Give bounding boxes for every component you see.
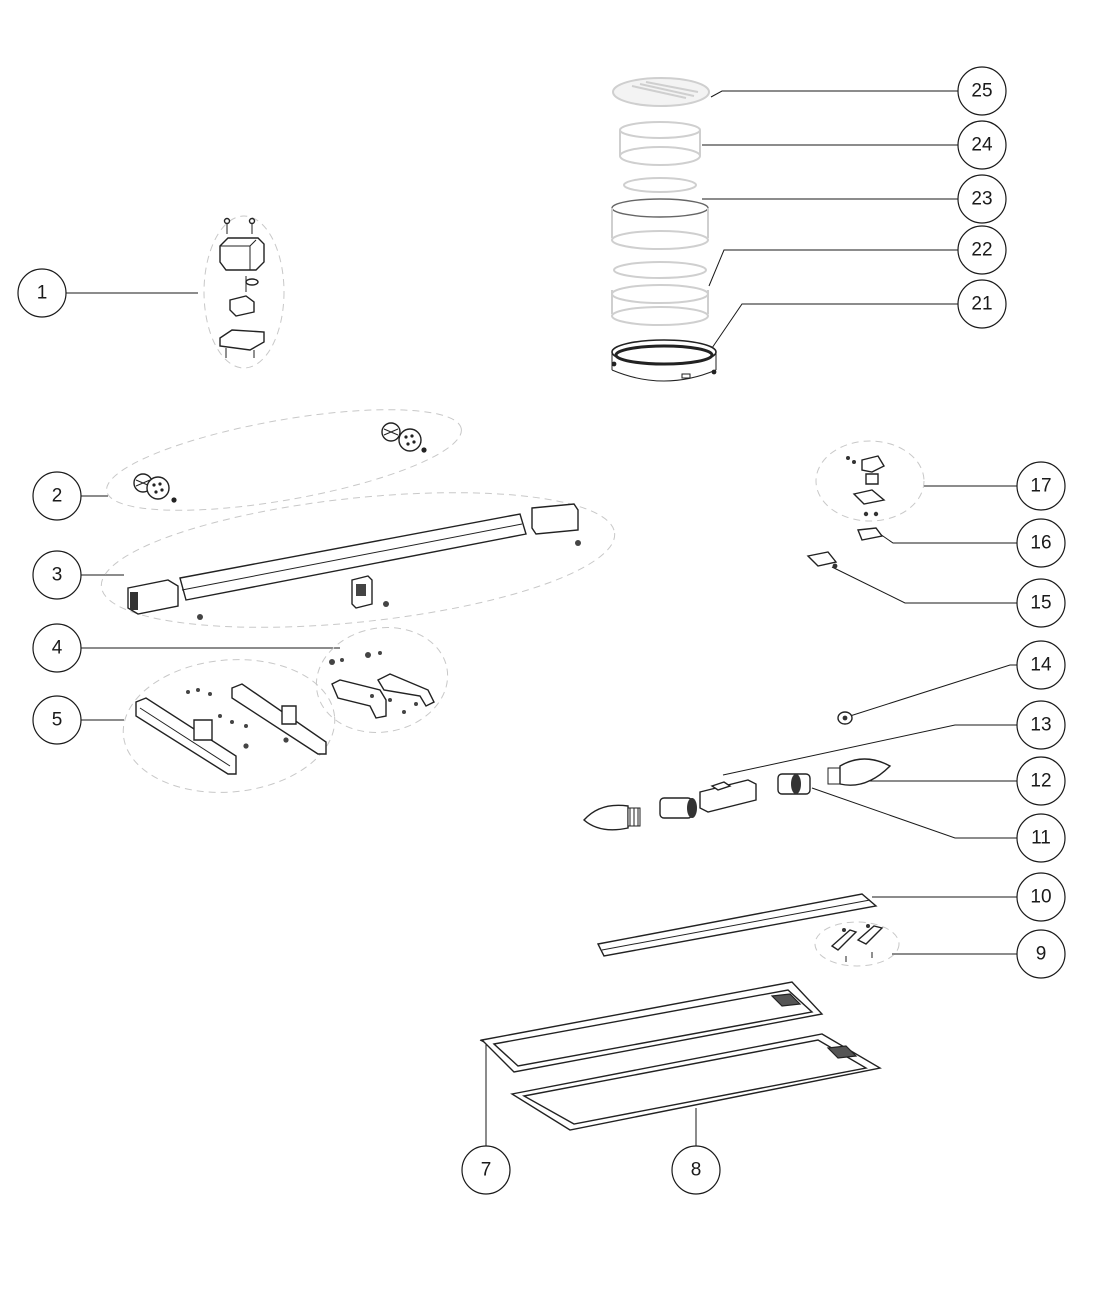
- callout-14: 14: [1016, 640, 1066, 690]
- callout-2: 2: [32, 471, 82, 521]
- part-13-socket-holder: [699, 779, 757, 813]
- callout-11: 11: [1016, 813, 1066, 863]
- part-10-diffuser-strip: [596, 893, 878, 957]
- svg-text:7: 7: [481, 1160, 492, 1181]
- part-2-end-caps: [133, 422, 427, 503]
- svg-text:23: 23: [971, 189, 992, 210]
- callout-21: 21: [957, 279, 1007, 329]
- callout-23: 23: [957, 174, 1007, 224]
- callout-10: 10: [1016, 872, 1066, 922]
- part-1-junction-assembly: [219, 217, 265, 358]
- svg-text:24: 24: [971, 135, 993, 156]
- svg-text:22: 22: [971, 240, 992, 261]
- part-24-ring: [619, 121, 701, 166]
- callout-1: 1: [17, 268, 67, 318]
- svg-text:15: 15: [1030, 593, 1051, 614]
- svg-text:21: 21: [971, 294, 992, 315]
- callout-4: 4: [32, 623, 82, 673]
- svg-text:11: 11: [1031, 828, 1051, 849]
- svg-text:2: 2: [52, 486, 63, 507]
- part-25-canopy-cover: [612, 77, 710, 107]
- part-23-ring: [611, 177, 709, 250]
- svg-text:9: 9: [1036, 944, 1047, 965]
- part-15-bracket: [806, 551, 838, 569]
- svg-text:12: 12: [1030, 771, 1051, 792]
- part-9-clips: [830, 924, 884, 962]
- svg-text:4: 4: [52, 638, 63, 659]
- left-socket: [659, 797, 697, 819]
- callout-9: 9: [1016, 929, 1066, 979]
- part-group-halos: [100, 215, 925, 967]
- callout-15: 15: [1016, 578, 1066, 628]
- left-candle-bulb: [583, 804, 641, 831]
- part-21-base-ring: [611, 339, 717, 382]
- callout-5: 5: [32, 695, 82, 745]
- callout-7: 7: [461, 1145, 511, 1195]
- callout-16: 16: [1016, 518, 1066, 568]
- svg-text:16: 16: [1030, 533, 1051, 554]
- svg-text:13: 13: [1030, 715, 1051, 736]
- svg-text:5: 5: [52, 710, 63, 731]
- callout-17: 17: [1016, 461, 1066, 511]
- part-5-mounting-rails: [135, 683, 327, 775]
- part-14-nut: [837, 711, 853, 725]
- svg-text:14: 14: [1030, 655, 1052, 676]
- part-8-frame: [510, 1033, 882, 1131]
- part-3-main-rail: [127, 503, 581, 620]
- callout-24: 24: [957, 120, 1007, 170]
- callout-25: 25: [957, 66, 1007, 116]
- leader-lines: [66, 90, 1040, 1146]
- callout-8: 8: [671, 1145, 721, 1195]
- svg-text:8: 8: [691, 1160, 702, 1181]
- part-11-right-socket: [777, 773, 811, 795]
- part-22-ring: [611, 261, 709, 326]
- part-12-right-candle-bulb: [827, 758, 892, 786]
- svg-text:17: 17: [1030, 476, 1051, 497]
- callout-22: 22: [957, 225, 1007, 275]
- callout-3: 3: [32, 550, 82, 600]
- svg-text:3: 3: [52, 565, 63, 586]
- callout-labels: 1 2 3 4 5 7 8 9 10 11 12 13 14 15 16 17 …: [17, 66, 1066, 1195]
- svg-text:25: 25: [971, 81, 992, 102]
- part-16-clip: [857, 527, 884, 541]
- part-4-brackets: [329, 651, 435, 719]
- callout-13: 13: [1016, 700, 1066, 750]
- callout-12: 12: [1016, 756, 1066, 806]
- part-7-frame: [480, 981, 824, 1073]
- svg-text:10: 10: [1030, 887, 1051, 908]
- part-17-clip-set: [846, 455, 886, 517]
- svg-text:1: 1: [37, 283, 48, 304]
